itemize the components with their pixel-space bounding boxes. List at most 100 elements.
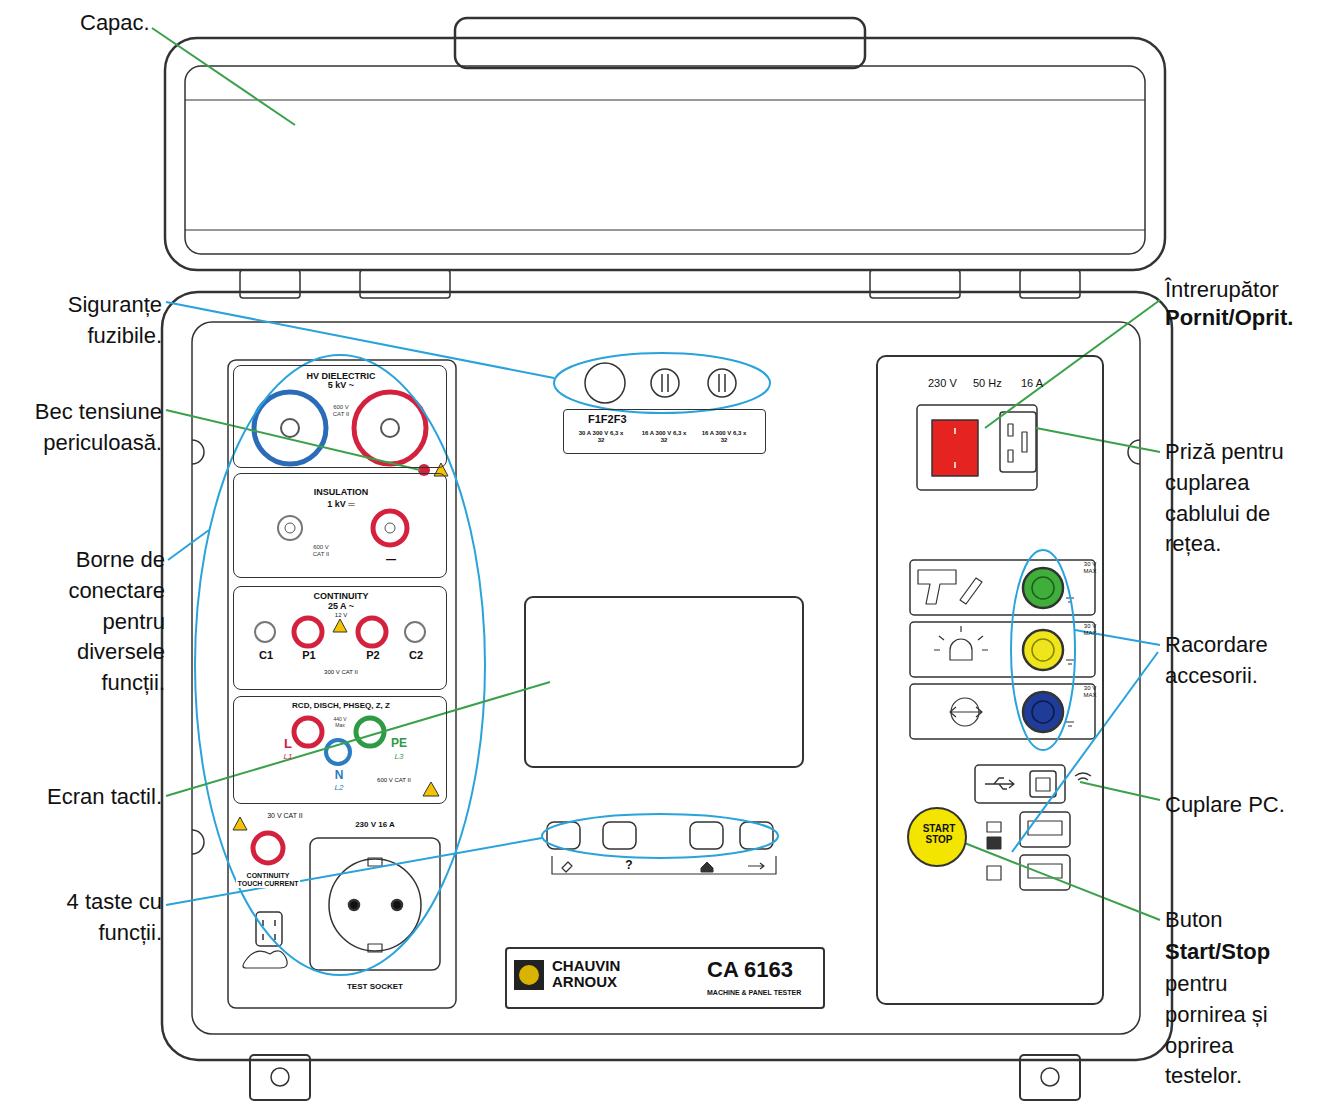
panel-text: 440 V Max: [329, 717, 351, 728]
panel-text: L3: [390, 753, 408, 762]
start-stop-button: START STOP: [907, 807, 967, 867]
callout-label: Pornit/Oprit.: [1165, 303, 1315, 334]
panel-text: L1: [279, 753, 297, 762]
panel-text: PE: [386, 737, 412, 751]
callout-label: Capac.: [80, 8, 180, 39]
panel-text: CA 6163: [707, 957, 822, 982]
callout-label: ?: [619, 859, 639, 873]
leader-line: [166, 838, 542, 905]
leader-line: [152, 28, 295, 125]
panel-text: CONTINUITY: [291, 591, 391, 601]
callout-label: Cuplare PC.: [1165, 790, 1315, 821]
panel-text: MACHINE & PANEL TESTER: [707, 989, 822, 997]
panel-text: 5 kV ~: [311, 380, 371, 390]
callout-label: Întrerupător: [1165, 275, 1315, 306]
iec-outlet: [256, 912, 282, 946]
leader-line: [168, 530, 209, 560]
panel-section: CONTINUITY25 A ~12 V C1 P1 P2 C2 300 V CAT II: [233, 586, 447, 690]
panel-section: RCD, DISCH, PHSEQ, Z, Z 440 V MaxLL1NL2 PE…: [233, 696, 447, 804]
panel-text: 16 A 300 V 6,3 x 32: [699, 430, 749, 444]
leader-line: [166, 682, 550, 796]
panel-text: 30 V MAX: [1080, 623, 1100, 636]
usb-port: [1020, 855, 1070, 890]
panel-text: 25 A ~: [311, 601, 371, 611]
power-switch: [932, 420, 978, 476]
panel-text: —: [381, 554, 401, 566]
panel-text: 16 A 300 V 6,3 x 32: [639, 430, 689, 444]
test-socket: [310, 838, 440, 970]
lid: [165, 38, 1165, 270]
terminal-panel: [228, 360, 456, 1008]
panel-text: 30 V MAX: [1080, 685, 1100, 698]
panel-text: RCD, DISCH, PHSEQ, Z, Z: [241, 701, 441, 710]
accessory-connector: [1023, 568, 1063, 608]
callout-label: TEST SOCKET: [335, 982, 415, 991]
panel-text: 16 A: [1021, 377, 1066, 390]
panel-text: CHAUVIN ARNOUX: [552, 958, 647, 990]
callout-label: Racordare accesorii.: [1165, 630, 1305, 692]
callout-label: Bec tensiune periculoasă.: [12, 397, 162, 459]
panel-text: 600 V CAT II: [374, 777, 414, 784]
control-panel: 230 V50 Hz16 A 30 V MAX 30 V MAX 30 V MAX ST…: [876, 355, 1104, 1005]
panel-text: 30 V MAX: [1080, 561, 1100, 574]
function-key: [603, 822, 636, 849]
brand-plate: CHAUVIN ARNOUX CA 6163MACHINE & PANEL TES…: [505, 947, 825, 1009]
callout-label: CONTINUITY TOUCH CURRENT: [236, 872, 300, 888]
highlight-ring: [554, 353, 770, 413]
panel-text: START STOP: [913, 824, 965, 845]
accessory-connector: [1023, 692, 1063, 732]
leader-line: [166, 302, 554, 378]
panel-text: 230 V: [928, 377, 973, 390]
panel-section: HV DIELECTRIC5 kV ~ 600 V CAT II: [233, 365, 447, 468]
callout-label: Ecran tactil.: [12, 782, 162, 813]
panel-text: 12 V: [326, 612, 356, 619]
callout-label: 4 taste cu funcții.: [42, 887, 162, 949]
panel-text: L: [280, 737, 296, 752]
leader-line: [166, 410, 420, 470]
lid-handle: [455, 18, 865, 68]
touch-screen: [525, 597, 803, 767]
fuse: [651, 369, 679, 397]
panel-text: 50 Hz: [973, 377, 1018, 390]
callout-label: pentru pornirea și oprirea testelor.: [1165, 969, 1305, 1092]
panel-section: INSULATION 1 kV ═ 600 V CAT II —: [233, 473, 447, 578]
panel-text: P2: [362, 649, 384, 662]
panel-text: 300 V CAT II: [311, 669, 371, 676]
hv-terminal: [254, 392, 326, 464]
panel-text: F1F2F3: [588, 413, 668, 426]
highlight-ring: [195, 355, 485, 975]
leader-line: [962, 842, 1160, 920]
callout-label: Start/Stop: [1165, 937, 1315, 968]
accessory-connector: [1023, 630, 1063, 670]
panel-text: P1: [298, 649, 320, 662]
leader-line: [1036, 428, 1160, 452]
panel-text: C2: [405, 649, 427, 662]
fuse: [708, 369, 736, 397]
panel-text: N: [330, 769, 348, 783]
panel-text: HV DIELECTRIC: [251, 371, 431, 381]
case: [162, 292, 1172, 1060]
leader-line: [985, 300, 1160, 428]
callout-label: Priză pentru cuplarea cablului de rețea.: [1165, 437, 1315, 560]
panel-text: 1 kV ═: [311, 499, 371, 509]
panel-text: C1: [255, 649, 277, 662]
fuse-label: F1F2F3 30 A 300 V 6,3 x 32 16 A 300 V 6,3 …: [563, 409, 766, 454]
hv-terminal: [354, 392, 426, 464]
fuse: [585, 363, 625, 403]
callout-label: 30 V CAT II: [255, 812, 315, 820]
panel-text: INSULATION: [281, 487, 401, 497]
callout-label: 230 V 16 A: [335, 820, 415, 829]
callout-label: Siguranțe fuzibile.: [42, 290, 162, 352]
highlight-ring: [1011, 550, 1075, 750]
panel-text: 600 V CAT II: [308, 544, 334, 557]
panel-text: 30 A 300 V 6,3 x 32: [576, 430, 626, 444]
callout-label: Borne de conectare pentru diversele func…: [40, 545, 165, 699]
leader-line: [1080, 782, 1160, 800]
function-key: [690, 822, 723, 849]
leader-line: [1012, 652, 1158, 852]
highlight-ring: [542, 814, 778, 858]
panel-text: L2: [330, 784, 348, 793]
panel-text: 600 V CAT II: [329, 404, 353, 417]
